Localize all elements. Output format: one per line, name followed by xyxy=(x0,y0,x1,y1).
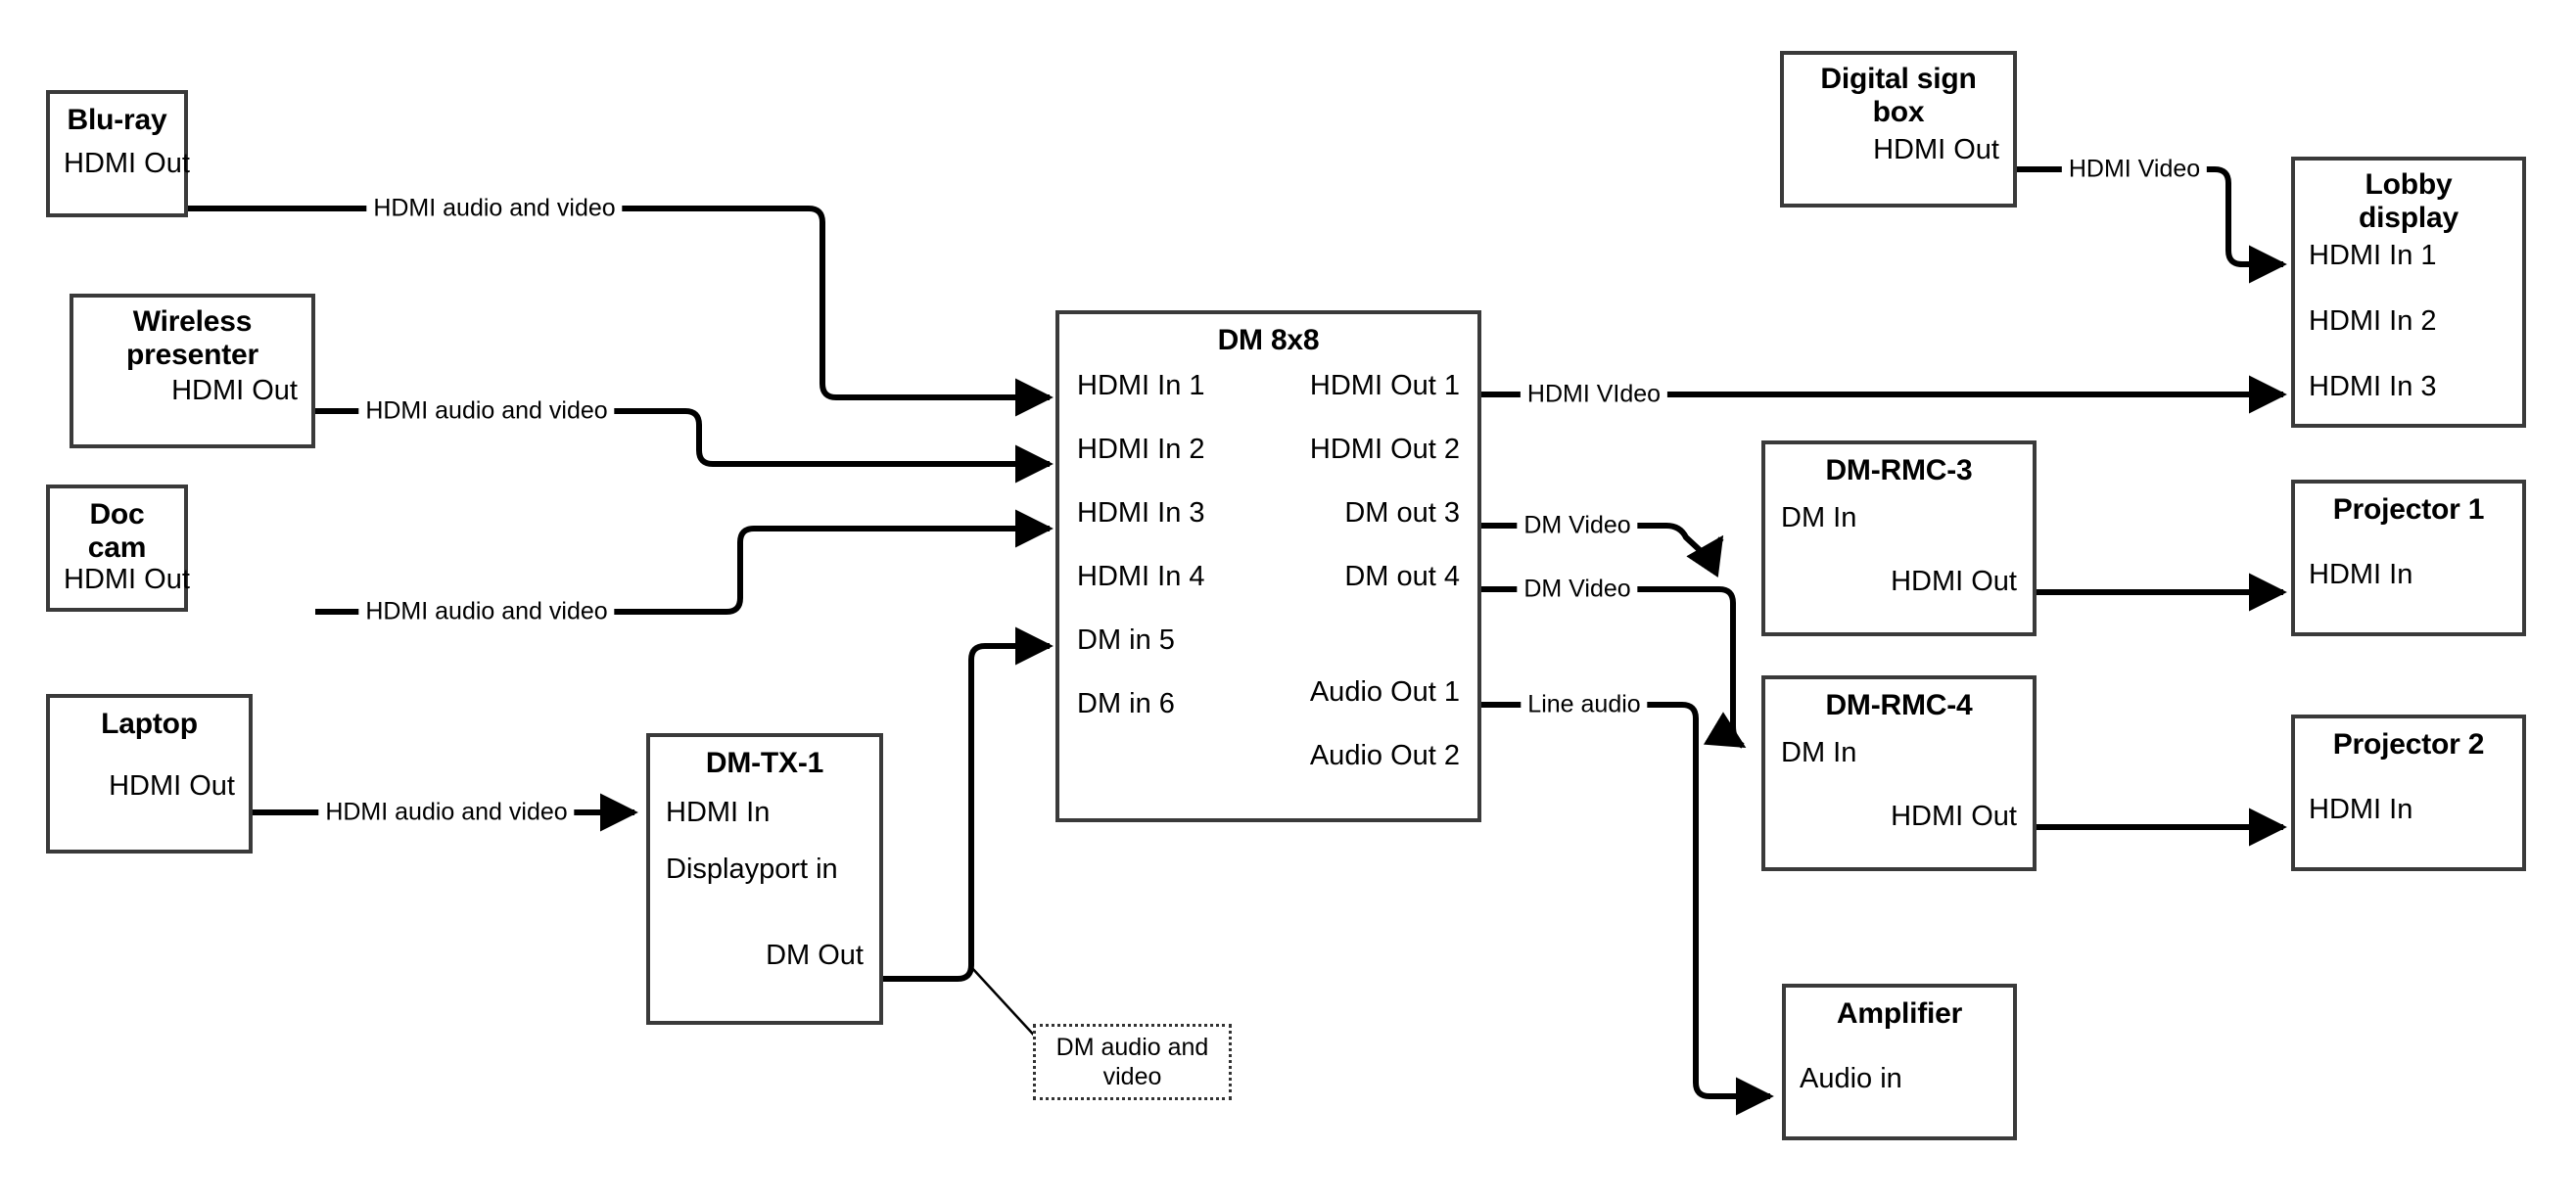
node-digital-sign-box[interactable]: Digital sign box HDMI Out xyxy=(1780,51,2017,208)
callout-dm-audio-and-video: DM audio and video xyxy=(1033,1024,1232,1100)
node-wireless-presenter[interactable]: Wireless presenter HDMI Out xyxy=(70,294,315,448)
node-bluray-title: Blu-ray xyxy=(67,104,167,136)
node-dm-tx-1-title: DM-TX-1 xyxy=(705,747,824,779)
wire-sign-to-lobby-hdmi-in-1 xyxy=(2017,166,2287,284)
node-dm-tx-1-port-hdmi-in: HDMI In xyxy=(666,797,771,829)
wire-bluray-to-hdmi-in-1 xyxy=(188,206,1054,417)
node-dm-rmc-3-port-hdmi-out: HDMI Out xyxy=(1891,566,2017,598)
node-wireless-presenter-port-hdmi-out: HDMI Out xyxy=(171,375,298,407)
node-amplifier-title: Amplifier xyxy=(1836,997,1963,1030)
node-dm-8x8-output-dm-out-3: DM out 3 xyxy=(1344,497,1460,530)
node-dm-rmc-4-port-hdmi-out: HDMI Out xyxy=(1891,801,2017,833)
node-dm-tx-1-port-displayport-in: Displayport in xyxy=(666,854,838,886)
node-dm-8x8[interactable]: DM 8x8 HDMI In 1 HDMI In 2 HDMI In 3 HDM… xyxy=(1055,310,1481,822)
wire-label-sign-to-lobby: HDMI Video xyxy=(2061,157,2208,182)
node-lobby-display[interactable]: Lobby display HDMI In 1 HDMI In 2 HDMI I… xyxy=(2291,157,2526,428)
node-doc-cam-port-hdmi-out: HDMI Out xyxy=(64,564,190,596)
node-projector-1-title: Projector 1 xyxy=(2332,493,2485,526)
wire-label-audio-out-1-to-amp: Line audio xyxy=(1521,692,1648,717)
node-projector-1-port-hdmi-in: HDMI In xyxy=(2309,559,2413,591)
node-dm-8x8-output-hdmi-out-2: HDMI Out 2 xyxy=(1309,434,1460,466)
node-dm-rmc-3-title: DM-RMC-3 xyxy=(1825,454,1973,486)
node-projector-1[interactable]: Projector 1 HDMI In xyxy=(2291,480,2526,636)
node-digital-sign-box-title: Digital sign box xyxy=(1820,63,1977,129)
node-digital-sign-box-port-hdmi-out: HDMI Out xyxy=(1873,134,1999,166)
node-dm-8x8-input-hdmi-in-3: HDMI In 3 xyxy=(1077,497,1205,530)
node-projector-2[interactable]: Projector 2 HDMI In xyxy=(2291,715,2526,871)
node-projector-2-port-hdmi-in: HDMI In xyxy=(2309,794,2413,826)
wire-dmtx1-to-dm-in-5 xyxy=(883,626,1054,982)
callout-text: DM audio and video xyxy=(1055,1034,1209,1090)
wire-dm-out-4-to-dmrmc4 xyxy=(1481,586,1747,749)
node-lobby-display-port-hdmi-in-3: HDMI In 3 xyxy=(2309,371,2437,403)
node-wireless-presenter-title: Wireless presenter xyxy=(126,305,258,372)
node-dm-8x8-output-audio-out-2: Audio Out 2 xyxy=(1309,740,1460,772)
node-dm-rmc-4-port-dm-in: DM In xyxy=(1781,737,1857,769)
wire-label-doccam-to-hdmi-in-3: HDMI audio and video xyxy=(358,599,615,624)
node-laptop-port-hdmi-out: HDMI Out xyxy=(109,770,235,803)
node-dm-rmc-3-port-dm-in: DM In xyxy=(1781,502,1857,534)
wire-audio-out-1-to-amplifier xyxy=(1481,702,1774,1116)
node-dm-tx-1[interactable]: DM-TX-1 HDMI In Displayport in DM Out xyxy=(646,733,883,1025)
wire-label-wireless-to-hdmi-in-2: HDMI audio and video xyxy=(358,398,615,424)
node-doc-cam-title: Doc cam xyxy=(87,498,147,565)
node-lobby-display-port-hdmi-in-2: HDMI In 2 xyxy=(2309,305,2437,338)
node-laptop-title: Laptop xyxy=(101,708,198,740)
node-dm-rmc-3[interactable]: DM-RMC-3 DM In HDMI Out xyxy=(1761,440,2037,636)
node-dm-8x8-input-hdmi-in-1: HDMI In 1 xyxy=(1077,370,1205,402)
node-bluray[interactable]: Blu-ray HDMI Out xyxy=(46,90,190,217)
node-dm-8x8-input-dm-in-5: DM in 5 xyxy=(1077,624,1175,657)
wire-label-hdmi-out-1-to-lobby: HDMI VIdeo xyxy=(1520,382,1668,407)
wire-label-dm-out-4-to-rmc4: DM Video xyxy=(1517,577,1638,602)
node-amplifier[interactable]: Amplifier Audio in xyxy=(1782,984,2017,1140)
node-dm-8x8-input-hdmi-in-4: HDMI In 4 xyxy=(1077,561,1205,593)
node-lobby-display-title: Lobby display xyxy=(2359,168,2459,235)
node-dm-8x8-input-dm-in-6: DM in 6 xyxy=(1077,688,1175,720)
node-dm-rmc-4-title: DM-RMC-4 xyxy=(1825,689,1973,721)
node-bluray-port-hdmi-out: HDMI Out xyxy=(64,148,190,180)
node-dm-8x8-output-audio-out-1: Audio Out 1 xyxy=(1309,676,1460,709)
callout-leader-line xyxy=(970,966,1041,1042)
node-doc-cam[interactable]: Doc cam HDMI Out xyxy=(46,485,190,612)
node-laptop[interactable]: Laptop HDMI Out xyxy=(46,694,253,854)
node-dm-8x8-output-dm-out-4: DM out 4 xyxy=(1344,561,1460,593)
node-dm-8x8-input-hdmi-in-2: HDMI In 2 xyxy=(1077,434,1205,466)
node-lobby-display-port-hdmi-in-1: HDMI In 1 xyxy=(2309,240,2437,272)
wire-label-laptop-to-dmtx1: HDMI audio and video xyxy=(318,800,575,825)
node-amplifier-port-audio-in: Audio in xyxy=(1800,1063,1902,1095)
node-dm-8x8-output-hdmi-out-1: HDMI Out 1 xyxy=(1309,370,1460,402)
node-projector-2-title: Projector 2 xyxy=(2332,728,2485,761)
node-dm-tx-1-port-dm-out: DM Out xyxy=(766,940,864,972)
wire-label-dm-out-3-to-rmc3: DM Video xyxy=(1517,513,1638,538)
node-dm-8x8-title: DM 8x8 xyxy=(1217,324,1320,356)
wire-label-bluray-to-hdmi-in-1: HDMI audio and video xyxy=(366,196,623,221)
node-dm-rmc-4[interactable]: DM-RMC-4 DM In HDMI Out xyxy=(1761,675,2037,871)
